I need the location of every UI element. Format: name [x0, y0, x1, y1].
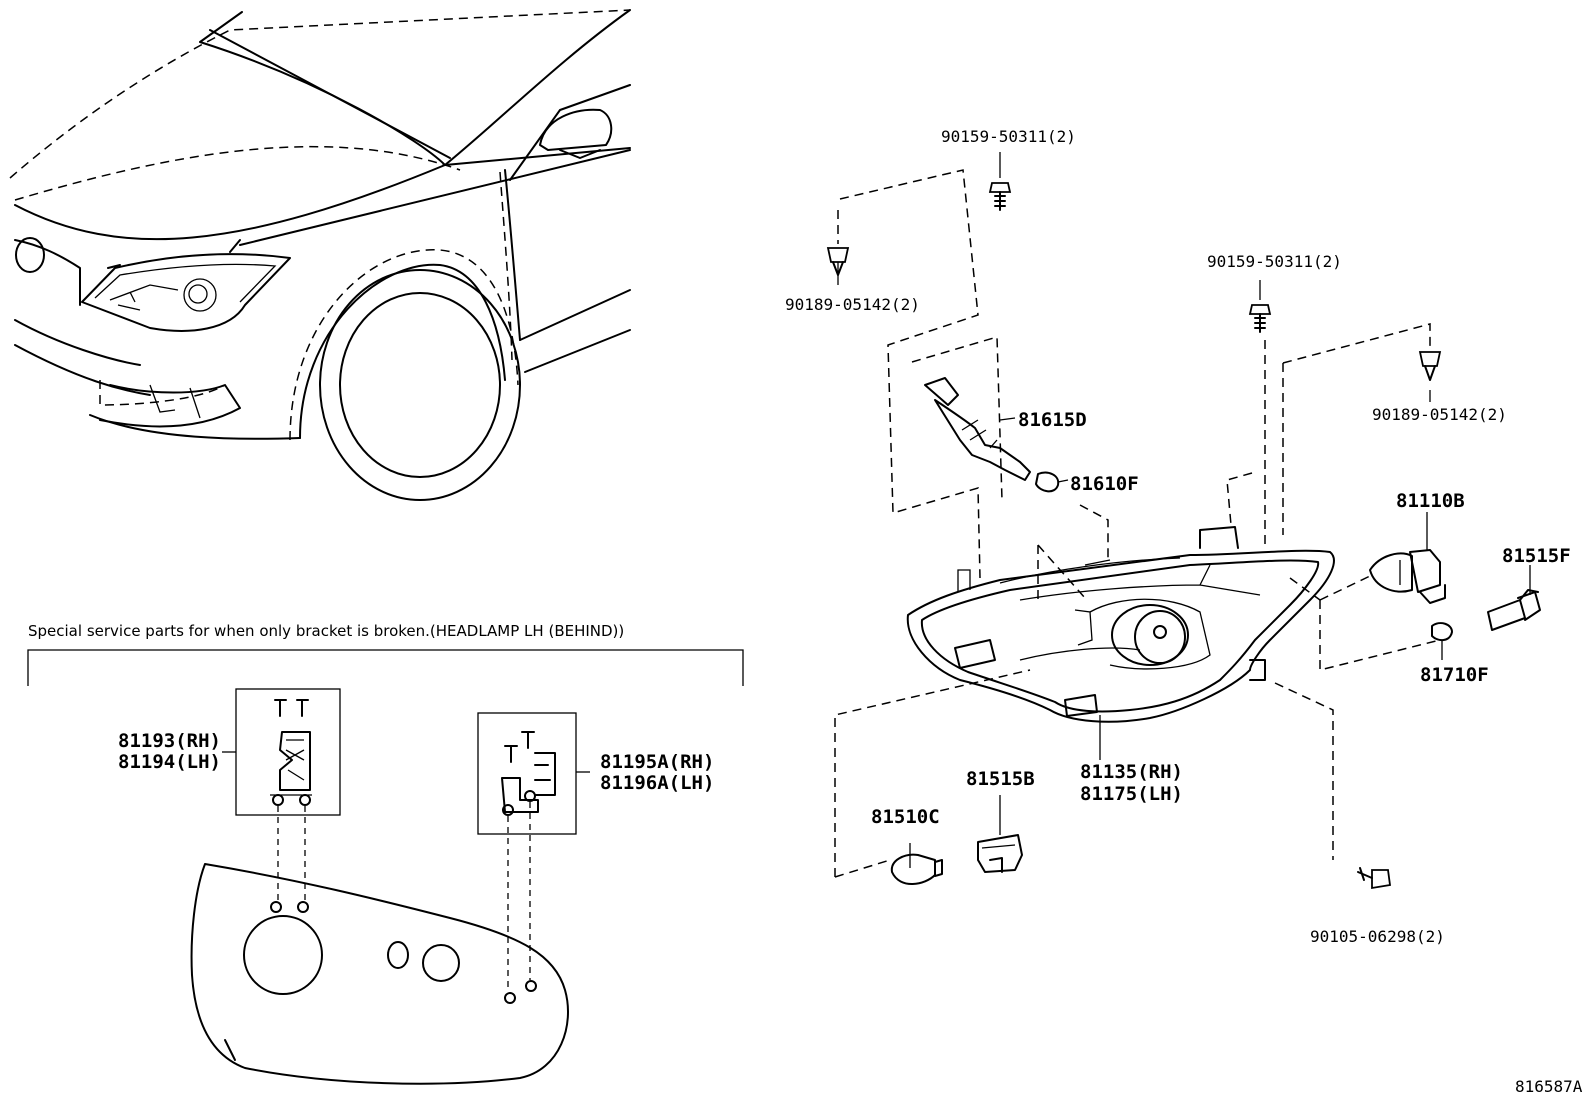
- label-81515b: 81515B: [966, 768, 1035, 790]
- label-screw-mid: 90159-50311(2): [1207, 252, 1342, 271]
- label-clip-left: 90189-05142(2): [785, 295, 920, 314]
- label-81515f: 81515F: [1502, 545, 1571, 567]
- drl-bulb: [924, 377, 1031, 481]
- label-81510c: 81510C: [871, 806, 940, 828]
- hb-bulb: [1369, 549, 1446, 604]
- socket-81515f: [1487, 589, 1541, 631]
- service-note: Special service parts for when only brac…: [28, 622, 624, 640]
- label-81135: 81135(RH): [1080, 761, 1183, 783]
- screw-mid: [1248, 304, 1272, 333]
- bracket-1-guide: [277, 806, 306, 900]
- figure-id: 816587A: [1515, 1077, 1583, 1096]
- label-81194: 81194(LH): [118, 751, 221, 773]
- label-81196a: 81196A(LH): [600, 772, 714, 794]
- label-81610f: 81610F: [1070, 473, 1139, 495]
- label-81195a: 81195A(RH): [600, 751, 714, 773]
- label-screw-top: 90159-50311(2): [941, 127, 1076, 146]
- clip-right: [1418, 351, 1442, 381]
- bracket-81195a-box: [477, 712, 590, 835]
- headlamp-assembly: [906, 526, 1335, 723]
- turn-bulb: [890, 853, 943, 885]
- label-81193: 81193(RH): [118, 730, 221, 752]
- socket-81515b: [977, 834, 1023, 873]
- label-clip-right: 90189-05142(2): [1372, 405, 1507, 424]
- note-bracket-line: [27, 649, 744, 686]
- label-81110b: 81110B: [1396, 490, 1465, 512]
- bracket-81193-box: [222, 688, 341, 816]
- label-bolt: 90105-06298(2): [1310, 927, 1445, 946]
- label-81175: 81175(LH): [1080, 783, 1183, 805]
- wedge-bulb-81710f: [1431, 622, 1453, 642]
- screw-top: [988, 182, 1012, 211]
- wedge-bulb-81610f: [1035, 471, 1060, 493]
- label-81710f: 81710F: [1420, 664, 1489, 686]
- headlamp-rear-silhouette: [190, 863, 569, 1085]
- assembly-guide-lines: [834, 169, 1441, 878]
- label-81615d: 81615D: [1018, 409, 1087, 431]
- bracket-2-guide: [507, 802, 531, 992]
- clip-left: [826, 247, 850, 276]
- vehicle-front-illustration: [9, 9, 631, 501]
- bolt-bottom: [1357, 867, 1392, 890]
